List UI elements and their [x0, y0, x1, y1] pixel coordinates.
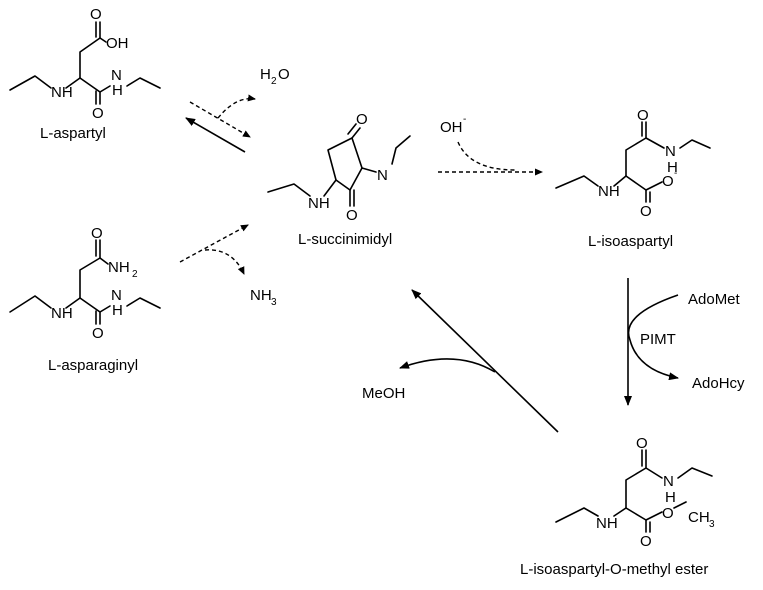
hydroxide-charge: - [463, 114, 466, 125]
succinimidyl-ring-nitrogen: N [377, 167, 388, 184]
methyl-ester-top-oxygen: O [636, 435, 648, 452]
methyl-ester-structure: O N H NH O CH 3 O [555, 435, 715, 550]
isoaspartyl-carbonyl-oxygen: O [640, 203, 652, 220]
asparaginyl-to-succinimidyl-dashed-arrow [179, 224, 249, 263]
isoaspartyl-amide-nitrogen: N [665, 143, 676, 160]
ammonia-nh: NH [250, 287, 272, 304]
asparaginyl-side-amine-subscript: 2 [132, 269, 138, 280]
isoaspartyl-label: L-isoaspartyl [588, 233, 673, 250]
asparaginyl-label: L-asparaginyl [48, 357, 138, 374]
water-subscript: 2 [271, 76, 277, 87]
aspartyl-amide-oxygen: O [92, 105, 104, 122]
isoaspartyl-top-oxygen: O [637, 107, 649, 124]
adomet-label: AdoMet [688, 291, 741, 308]
isoaspartyl-amine: NH [598, 183, 620, 200]
succinimidyl-to-aspartyl-arrow [185, 117, 246, 153]
asparaginyl-amide-oxygen: O [92, 325, 104, 342]
aspartyl-amide-nitrogen: N [111, 67, 122, 84]
succinimidyl-structure: O N O NH [267, 111, 411, 224]
isoaspartyl-carboxylate-charge: - [674, 168, 677, 179]
isoaspartyl-structure: O N H NH O - O [555, 107, 711, 220]
aspartyl-amide-hydrogen: H [112, 82, 123, 99]
succinimidyl-label: L-succinimidyl [298, 231, 392, 248]
adohcy-label: AdoHcy [692, 375, 745, 392]
succinimidyl-amine: NH [308, 195, 330, 212]
hydroxide-curved-arrow [457, 141, 516, 171]
methyl-ester-label: L-isoaspartyl-O-methyl ester [520, 561, 708, 578]
isoaspartyl-carboxylate-oxygen: O [662, 173, 674, 190]
aspartyl-amine: NH [51, 84, 73, 101]
ammonia-release-curved-arrow [204, 249, 245, 275]
methyl-ester-methyl: CH [688, 509, 710, 526]
methanol-label: MeOH [362, 385, 405, 402]
isoaspartyl-amide-hydrogen: H [667, 159, 678, 176]
asparaginyl-amine: NH [51, 305, 73, 322]
methyl-ester-amide-hydrogen: H [665, 489, 676, 506]
asparaginyl-amide-hydrogen: H [112, 302, 123, 319]
methyl-ester-carbonyl-oxygen: O [640, 533, 652, 550]
aspartyl-label: L-aspartyl [40, 125, 106, 142]
asparaginyl-side-amine: NH [108, 259, 130, 276]
methanol-release-curved-arrow [399, 358, 496, 373]
ammonia-subscript: 3 [271, 297, 277, 308]
water-release-curved-arrow [217, 94, 256, 119]
asparaginyl-structure: O NH 2 NH O N H [9, 225, 161, 342]
adomet-to-adohcy-curved-arrow [627, 294, 679, 381]
succinimidyl-bottom-oxygen: O [346, 207, 358, 224]
aspartyl-carboxyl-oxygen: O [90, 6, 102, 23]
aspartyl-hydroxyl: OH [106, 35, 129, 52]
cyclization-arrow [411, 289, 559, 433]
asparaginyl-side-oxygen: O [91, 225, 103, 242]
aspartyl-structure: O OH NH O N H [9, 6, 161, 122]
methyl-ester-amine: NH [596, 515, 618, 532]
asparaginyl-amide-nitrogen: N [111, 287, 122, 304]
ammonia-reagent: NH 3 [250, 287, 277, 308]
water-o: O [278, 66, 290, 83]
water-h: H [260, 66, 271, 83]
aspartyl-to-succinimidyl-dashed-arrow [189, 101, 251, 138]
water-reagent: H 2 O [260, 66, 290, 87]
pimt-enzyme-label: PIMT [640, 331, 676, 348]
methyl-ester-methyl-subscript: 3 [709, 519, 715, 530]
methyl-ester-ester-oxygen: O [662, 505, 674, 522]
hydroxide-reagent: OH - [440, 114, 466, 136]
methyl-ester-amide-nitrogen: N [663, 473, 674, 490]
hydroxide-oh: OH [440, 119, 463, 136]
succinimidyl-top-oxygen: O [356, 111, 368, 128]
